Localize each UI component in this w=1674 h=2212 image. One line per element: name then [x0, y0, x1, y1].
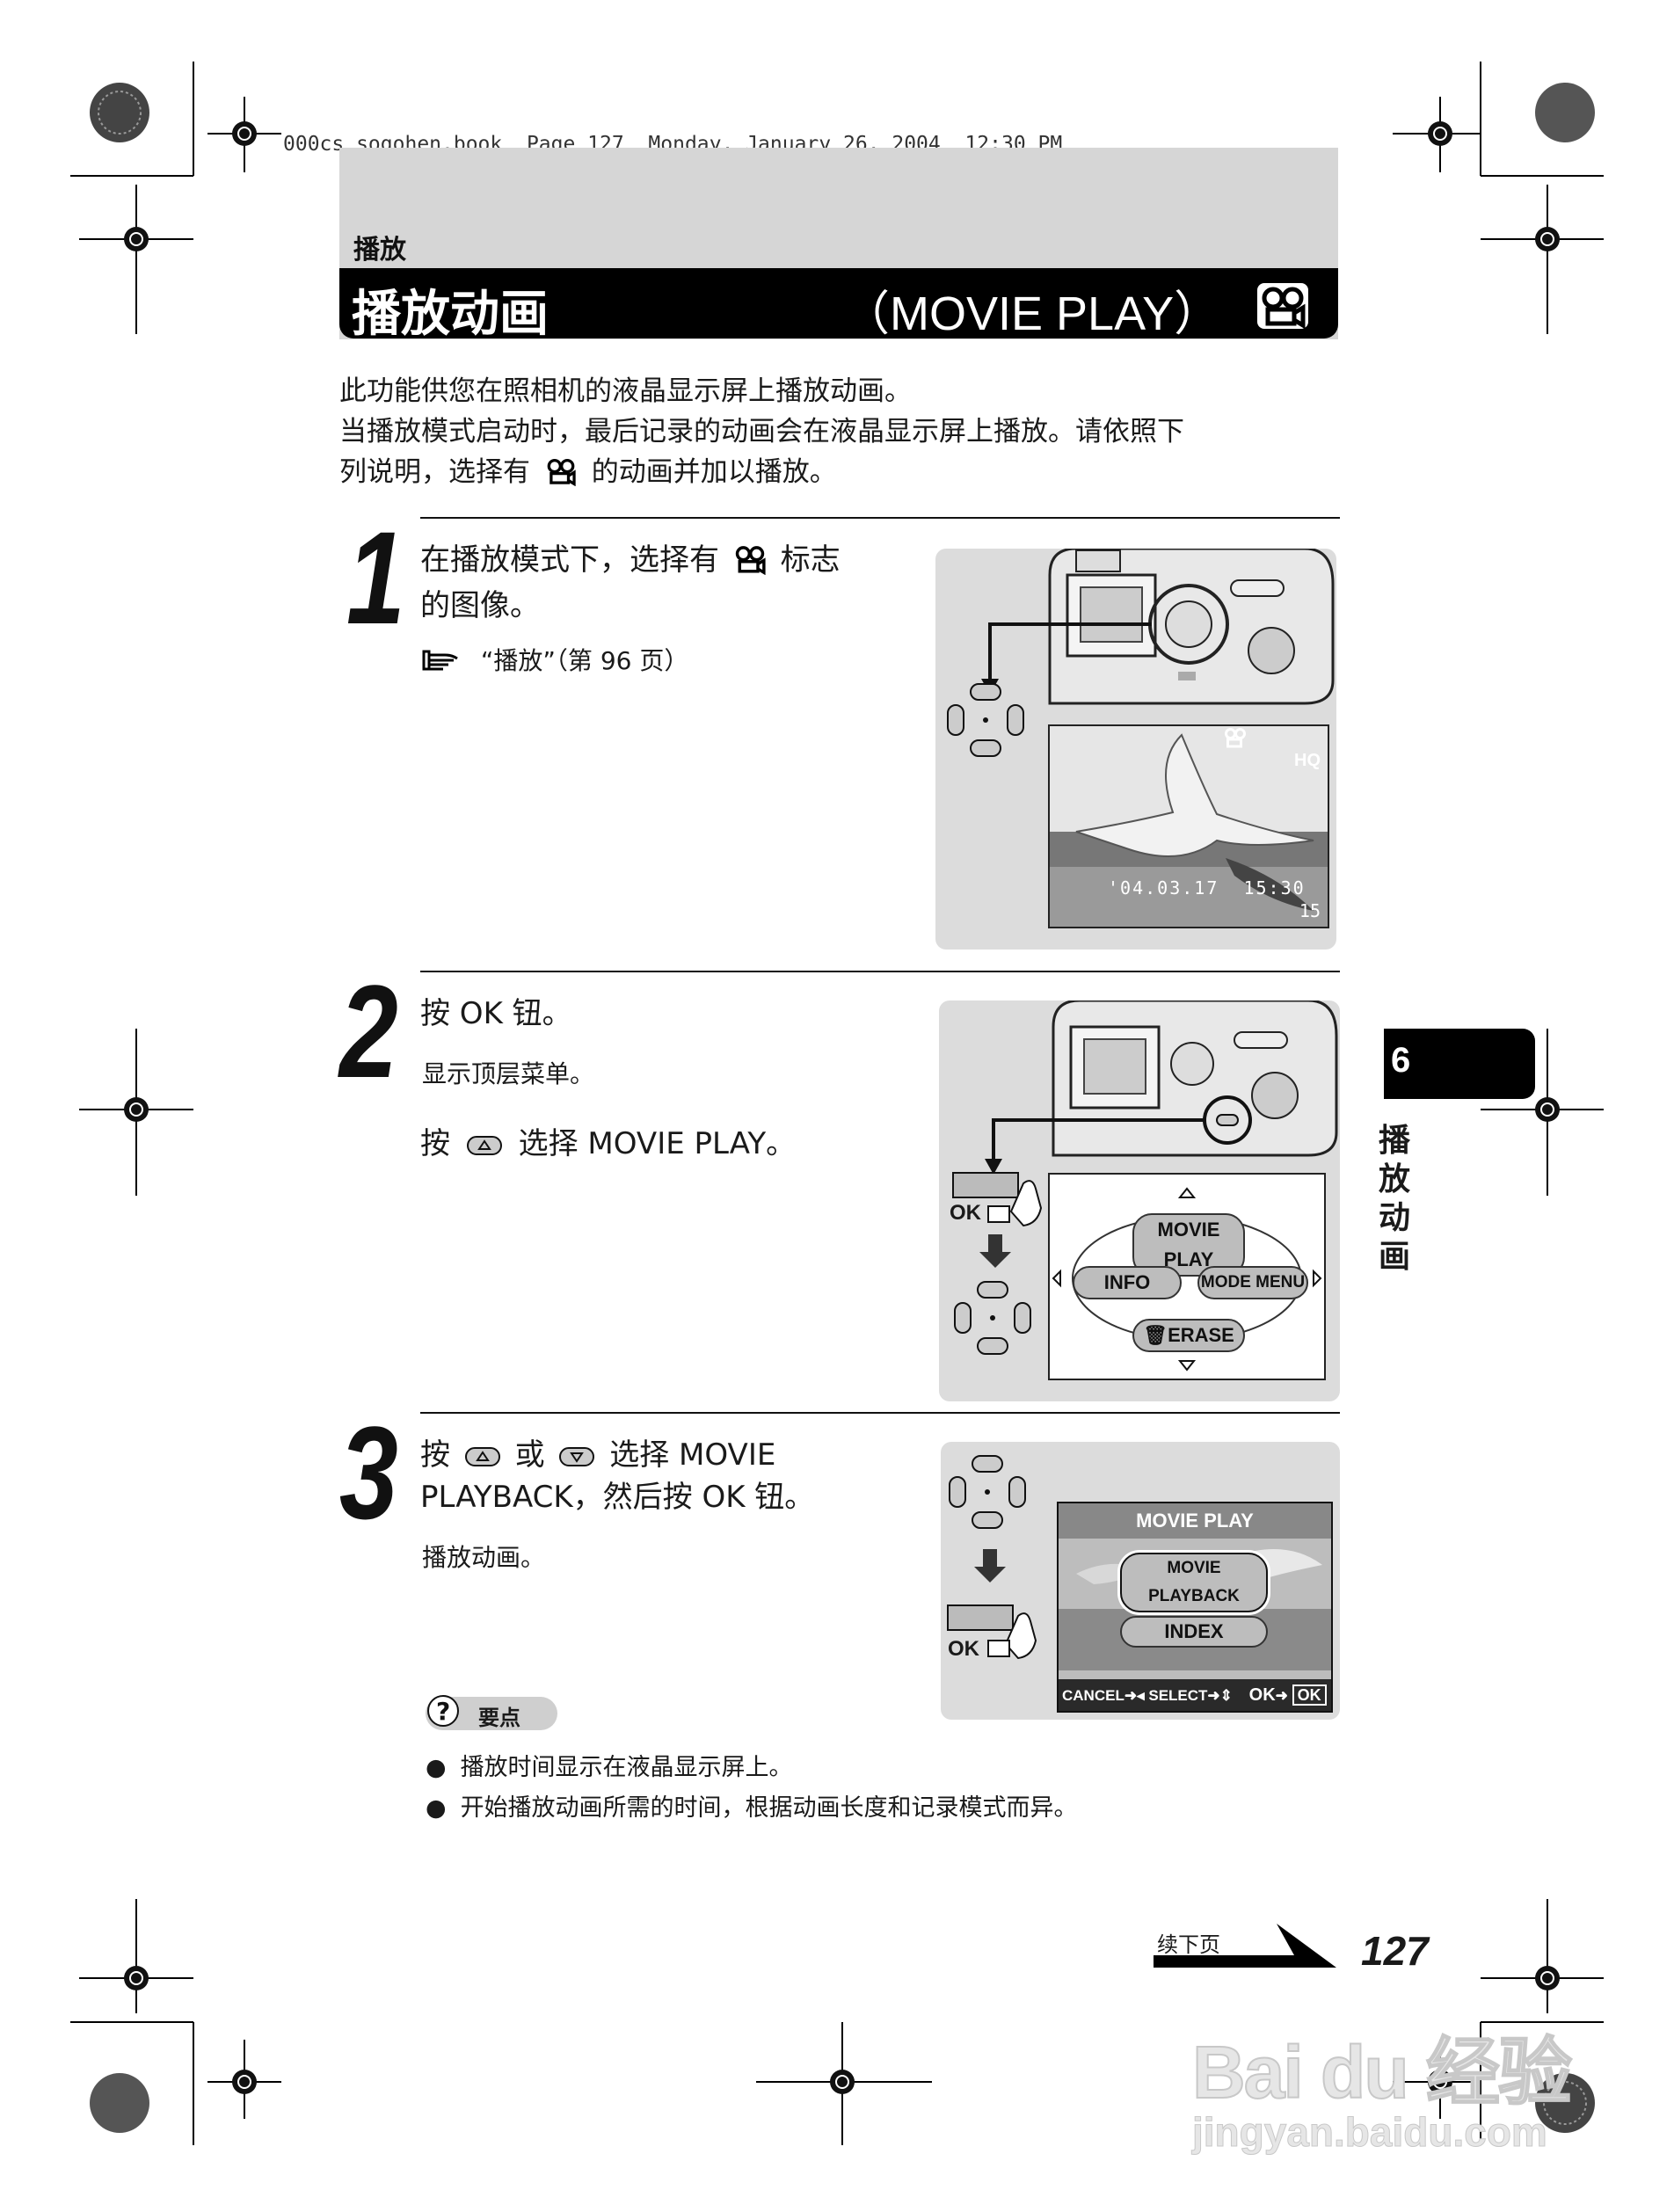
- ok-label: OK: [948, 1637, 979, 1661]
- step3-text: 按 或 选择 MOVIE PLAYBACK，然后按 OK 钮。: [420, 1437, 815, 1515]
- frame-count: 15: [1299, 900, 1321, 921]
- menu-info[interactable]: INFO: [1073, 1266, 1182, 1299]
- intro-text: 此功能供您在照相机的液晶显示屏上播放动画。 当播放模式启动时，最后记录的动画会在…: [339, 371, 1350, 498]
- watermark-url: jingyan.baidu.com: [1192, 2109, 1548, 2156]
- trash-icon: 🗑: [1143, 1324, 1168, 1346]
- tips-list: ●播放时间显示在液晶显示屏上。 ●开始播放动画所需的时间，根据动画长度和记录模式…: [426, 1748, 1078, 1829]
- ok-label: OK: [950, 1201, 981, 1225]
- cancel-hint: CANCEL: [1062, 1687, 1124, 1704]
- menu-index[interactable]: INDEX: [1120, 1616, 1268, 1648]
- page-title: 播放动画: [352, 286, 549, 343]
- step2-action: 按 选择 MOVIE PLAY。: [420, 1124, 796, 1166]
- arrow-pad-icon: [947, 683, 1024, 757]
- step2-divider: [420, 971, 1340, 972]
- movie-icon: [732, 543, 768, 586]
- down-arrow-button-icon: [559, 1437, 595, 1477]
- watermark-logo: Bai du 经验: [1191, 2030, 1573, 2114]
- menu-footer: CANCEL➜◂ SELECT➜⇕ OK➜ OK: [1059, 1679, 1331, 1711]
- movie-play-menu-screen: MOVIE PLAY MOVIE PLAYBACK INDEX CANCEL➜◂…: [1057, 1502, 1333, 1713]
- select-hint: SELECT: [1148, 1687, 1208, 1704]
- step3-number: 3: [339, 1399, 398, 1546]
- left-arrow-icon: ➜◂: [1124, 1687, 1145, 1704]
- camera-back-illustration: [981, 549, 1335, 705]
- intro-line-1: 此功能供您在照相机的液晶显示屏上播放动画。: [339, 375, 912, 407]
- chapter-title: 播放动画: [1379, 1123, 1411, 1275]
- reference-hand-icon: [422, 647, 461, 682]
- movie-icon: [1257, 283, 1308, 330]
- up-arrow-button-icon: [464, 1437, 500, 1477]
- page-title-english: （MOVIE PLAY）: [842, 287, 1222, 340]
- menu-movie-playback[interactable]: MOVIE PLAYBACK: [1120, 1553, 1268, 1612]
- page-number: 127: [1361, 1928, 1429, 1974]
- seagull-photo: [1050, 726, 1328, 927]
- title-bar: [339, 268, 1338, 338]
- step3-sub: 播放动画。: [422, 1543, 546, 1572]
- step1-reference: “播放”（第 96 页）: [422, 644, 688, 682]
- ok-hint: OK: [1248, 1685, 1276, 1705]
- movie-icon: [544, 456, 578, 498]
- ok-button-press-illustration: [947, 1549, 1037, 1660]
- arrow-pad-icon: [949, 1455, 1026, 1529]
- chapter-tab: 6: [1384, 1029, 1535, 1099]
- continue-label: 续下页: [1157, 1932, 1220, 1957]
- step2-number: 2: [339, 957, 398, 1105]
- step2-main: 按 OK 钮。: [420, 996, 572, 1031]
- camera-back-ok-illustration: [952, 1000, 1338, 1268]
- svg-text:?: ?: [436, 1697, 450, 1726]
- movie-icon: [1225, 728, 1246, 748]
- photo-datetime: '04.03.17 15:30: [1108, 877, 1306, 899]
- intro-line-2: 当播放模式启动时，最后记录的动画会在液晶显示屏上播放。请依照下: [339, 416, 1184, 447]
- menu-erase[interactable]: 🗑ERASE: [1132, 1319, 1245, 1352]
- up-down-arrow-icon: ➜⇕: [1207, 1687, 1233, 1704]
- chapter-number: 6: [1391, 1041, 1411, 1080]
- step3-divider: [420, 1412, 1340, 1414]
- list-item: ●播放时间显示在液晶显示屏上。: [426, 1754, 793, 1781]
- ok-box: OK: [1292, 1684, 1327, 1706]
- intro-line-3: 列说明，选择有 的动画并加以播放。: [339, 452, 1350, 498]
- menu-mode-menu[interactable]: MODE MENU: [1197, 1266, 1308, 1299]
- step1-divider: [420, 517, 1340, 519]
- quality-label: HQ: [1294, 751, 1321, 770]
- tips-label: 要点: [478, 1706, 520, 1730]
- lcd-photo-screen: HQ '04.03.17 15:30 15: [1048, 724, 1329, 928]
- question-icon: ?: [427, 1692, 462, 1730]
- up-arrow-button-icon: [466, 1125, 502, 1166]
- top-menu-screen: MOVIE PLAY INFO MODE MENU 🗑ERASE: [1048, 1173, 1326, 1380]
- step2-sub: 显示顶层菜单。: [422, 1059, 595, 1088]
- step1-text: 在播放模式下，选择有 标志 的图像。: [420, 542, 841, 623]
- arrow-pad-icon: [954, 1281, 1031, 1355]
- tips-badge: ? 要点: [426, 1695, 557, 1730]
- list-item: ●开始播放动画所需的时间，根据动画长度和记录模式而异。: [426, 1794, 1078, 1822]
- continue-arrow-icon: [1154, 1924, 1336, 1968]
- step1-number: 1: [346, 504, 405, 651]
- menu-header: MOVIE PLAY: [1059, 1503, 1331, 1539]
- section-label: 播放: [353, 235, 406, 266]
- arrow-icon: ➜: [1275, 1687, 1288, 1704]
